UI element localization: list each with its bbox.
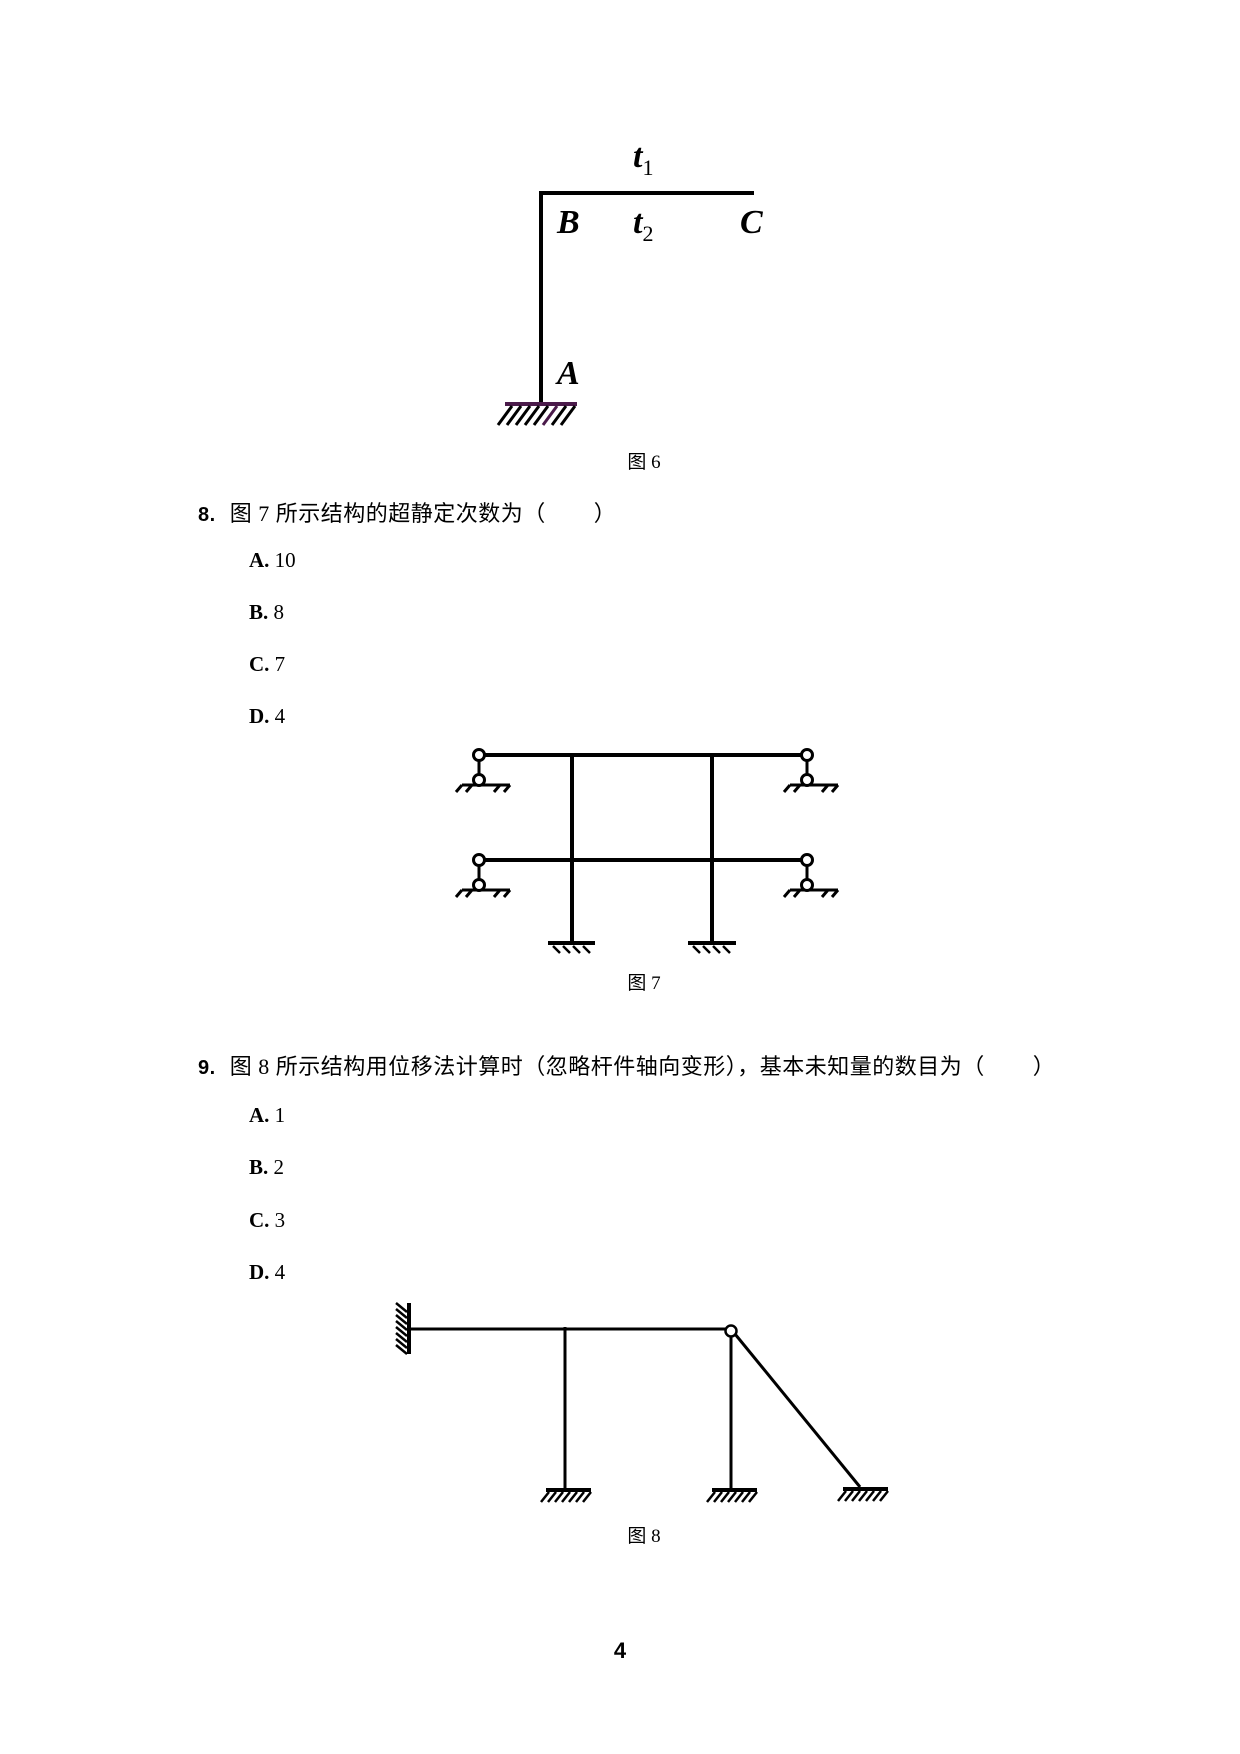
figure-8-diagram	[395, 1302, 889, 1503]
question-8-stem: 8. 图 7 所示结构的超静定次数为（ ）	[198, 496, 616, 528]
link-support-icon	[454, 853, 512, 898]
fixed-wall-support-icon	[395, 1302, 411, 1355]
label-t1: t1	[633, 138, 654, 180]
question-number: 8.	[198, 504, 216, 526]
option-a: A. 1	[249, 1103, 286, 1127]
figure-6-caption: 图 6	[627, 452, 661, 473]
label-t2: t2	[633, 204, 654, 246]
question-text: 图 7 所示结构的超静定次数为（	[229, 501, 546, 526]
label-B: B	[557, 204, 580, 241]
figure-7-diagram	[454, 748, 840, 954]
hinge-icon	[724, 1324, 738, 1338]
option-c: C. 3	[249, 1208, 286, 1232]
label-A: A	[557, 355, 580, 392]
page-number: 4	[613, 1638, 627, 1663]
fixed-support-icon	[496, 402, 577, 426]
fixed-support-icon	[837, 1487, 889, 1502]
question-text: 图 8 所示结构用位移法计算时（忽略杆件轴向变形），基本未知量的数目为（	[229, 1054, 985, 1079]
fixed-support-icon	[688, 941, 736, 954]
option-d: D. 4	[249, 704, 286, 728]
figure-8-caption: 图 8	[627, 1526, 661, 1547]
question-number: 9.	[198, 1057, 216, 1079]
answer-blank-close: ）	[1032, 1054, 1056, 1079]
option-a: A. 10	[249, 548, 296, 572]
option-d: D. 4	[249, 1260, 286, 1284]
figure-6-diagram	[496, 191, 754, 426]
option-b: B. 8	[249, 600, 285, 624]
fixed-support-icon	[706, 1488, 758, 1503]
figure-7-caption: 图 7	[627, 973, 661, 994]
question-9-stem: 9. 图 8 所示结构用位移法计算时（忽略杆件轴向变形），基本未知量的数目为（ ）	[198, 1049, 1055, 1081]
option-c: C. 7	[249, 652, 286, 676]
link-support-icon	[782, 853, 840, 898]
link-support-icon	[782, 748, 840, 793]
answer-blank-close: ）	[593, 501, 617, 526]
label-C: C	[740, 204, 763, 241]
link-support-icon	[454, 748, 512, 793]
fixed-support-icon	[540, 1488, 592, 1503]
option-b: B. 2	[249, 1155, 285, 1179]
fixed-support-icon	[548, 941, 595, 954]
